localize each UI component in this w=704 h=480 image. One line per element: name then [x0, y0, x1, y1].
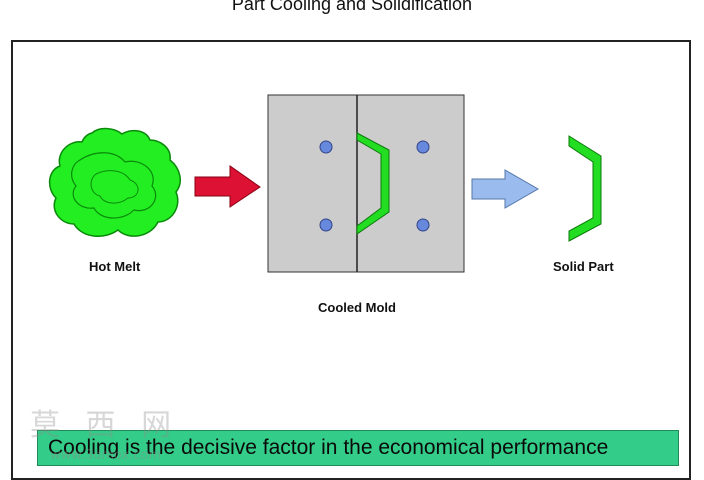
cooling-channel-icon: [416, 140, 430, 154]
hot-melt-label: Hot Melt: [89, 259, 141, 274]
solid-part-label: Solid Part: [553, 259, 614, 274]
cooling-channel-icon: [416, 218, 430, 232]
process-diagram: [48, 94, 602, 273]
solid-part: [568, 135, 602, 242]
diagram-title: Part Cooling and Solidification: [231, 0, 473, 14]
mold-right-half: [356, 94, 465, 273]
hot-melt-blob: [48, 127, 182, 237]
red-arrow-icon: [194, 165, 261, 208]
watermark-url: www.3dmox.com: [50, 448, 162, 463]
conclusion-banner: Cooling is the decisive factor in the ec…: [37, 430, 679, 466]
blue-arrow-icon: [471, 169, 540, 209]
cooling-channel-icon: [319, 218, 333, 232]
mold-left-half: [267, 94, 359, 273]
molded-part: [356, 132, 390, 235]
cooling-channel-icon: [319, 140, 333, 154]
watermark-logo: 莫 西 网: [30, 408, 180, 443]
cooled-mold-label: Cooled Mold: [318, 300, 396, 315]
